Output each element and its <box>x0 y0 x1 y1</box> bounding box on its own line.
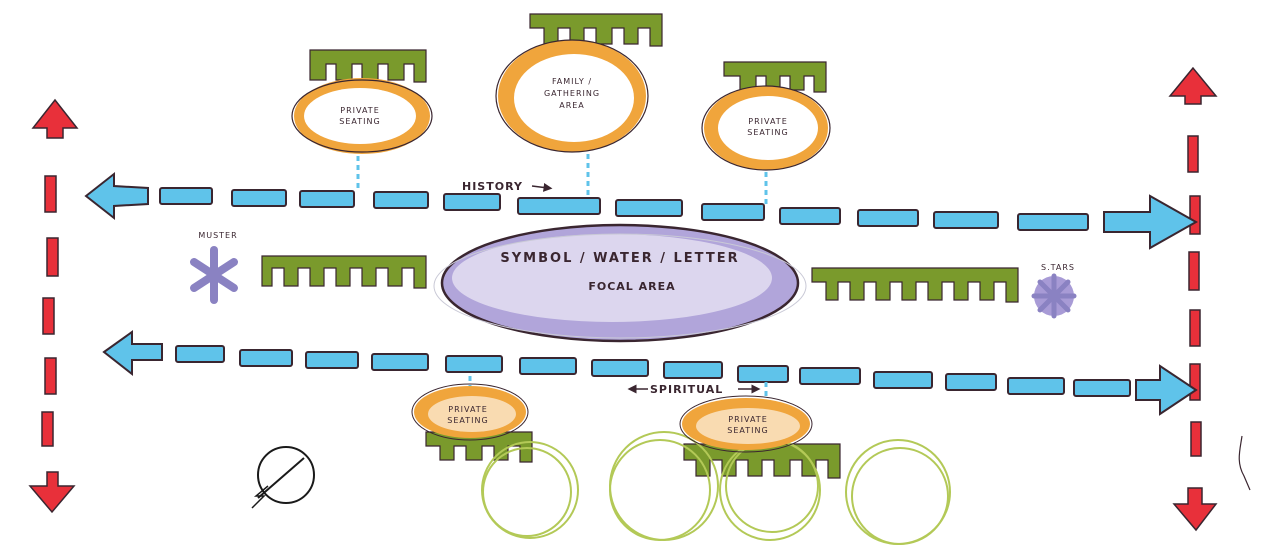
red-dash <box>41 411 54 447</box>
down-arrowhead <box>28 471 76 514</box>
spiritual-annotation: SPIRITUAL <box>627 383 761 396</box>
hedge-top-center <box>529 13 663 47</box>
focal-label-line1: SYMBOL / WATER / LETTER <box>500 251 739 266</box>
red-dash <box>44 357 57 395</box>
edge-mark <box>1238 435 1251 491</box>
red-dash <box>1189 363 1201 401</box>
private-seating-1: PRIVATE SEATING <box>291 78 433 154</box>
asterisk-icon <box>190 246 238 304</box>
left-boundary-arrow <box>28 98 79 514</box>
seating-label: SEATING <box>747 128 788 137</box>
left-arrowhead <box>84 171 149 221</box>
history-annotation: HISTORY <box>462 180 553 193</box>
spiritual-label: SPIRITUAL <box>650 383 723 396</box>
seating-label: SEATING <box>339 117 380 126</box>
family-label: GATHERING <box>544 89 600 98</box>
seating-label: PRIVATE <box>748 117 788 126</box>
red-dash <box>1189 309 1201 347</box>
hedge-middle-right <box>811 267 1019 303</box>
down-arrowhead <box>1172 487 1218 532</box>
hedge-bottom-right <box>683 443 841 479</box>
seating-label: PRIVATE <box>340 106 380 115</box>
family-label: FAMILY / <box>552 77 592 86</box>
muster-label: MUSTER <box>198 231 237 240</box>
hedge-middle-left <box>261 255 427 289</box>
focal-area: SYMBOL / WATER / LETTER FOCAL AREA <box>433 223 807 343</box>
red-dash <box>1187 135 1199 173</box>
family-label: AREA <box>559 101 585 110</box>
red-dash <box>46 237 59 277</box>
tree-canopy <box>609 431 719 541</box>
up-arrowhead <box>31 98 79 139</box>
stars-feature: S.TARS <box>1031 263 1077 319</box>
seating-label: PRIVATE <box>728 415 768 424</box>
right-arrowhead <box>1135 364 1198 416</box>
red-dash <box>42 297 55 335</box>
history-path <box>84 171 1199 250</box>
right-arrowhead <box>1103 194 1199 250</box>
private-seating-2: PRIVATE SEATING <box>701 85 831 171</box>
red-dash <box>1189 195 1201 235</box>
red-dash <box>1190 421 1202 457</box>
tree-canopy <box>481 441 579 539</box>
left-arrowhead <box>102 330 163 377</box>
north-arrow-icon <box>251 446 315 509</box>
red-dash <box>1188 251 1200 291</box>
seating-label: PRIVATE <box>448 405 488 414</box>
right-boundary-arrow <box>1168 66 1218 532</box>
asterisk-icon <box>1031 273 1077 319</box>
family-gathering-area: FAMILY / GATHERING AREA <box>495 39 649 153</box>
up-arrowhead <box>1168 66 1218 105</box>
stars-label: S.TARS <box>1041 263 1075 272</box>
private-seating-3: PRIVATE SEATING <box>411 383 529 441</box>
focal-label-line2: FOCAL AREA <box>588 280 675 293</box>
hedge-top-left <box>309 49 427 83</box>
seating-label: SEATING <box>727 426 768 435</box>
private-seating-4: PRIVATE SEATING <box>679 395 813 453</box>
red-dash <box>44 175 57 213</box>
connectors <box>356 154 768 398</box>
seating-label: SEATING <box>447 416 488 425</box>
muster-feature: MUSTER <box>190 231 238 304</box>
spiritual-path <box>102 330 1198 416</box>
history-label: HISTORY <box>462 180 523 193</box>
